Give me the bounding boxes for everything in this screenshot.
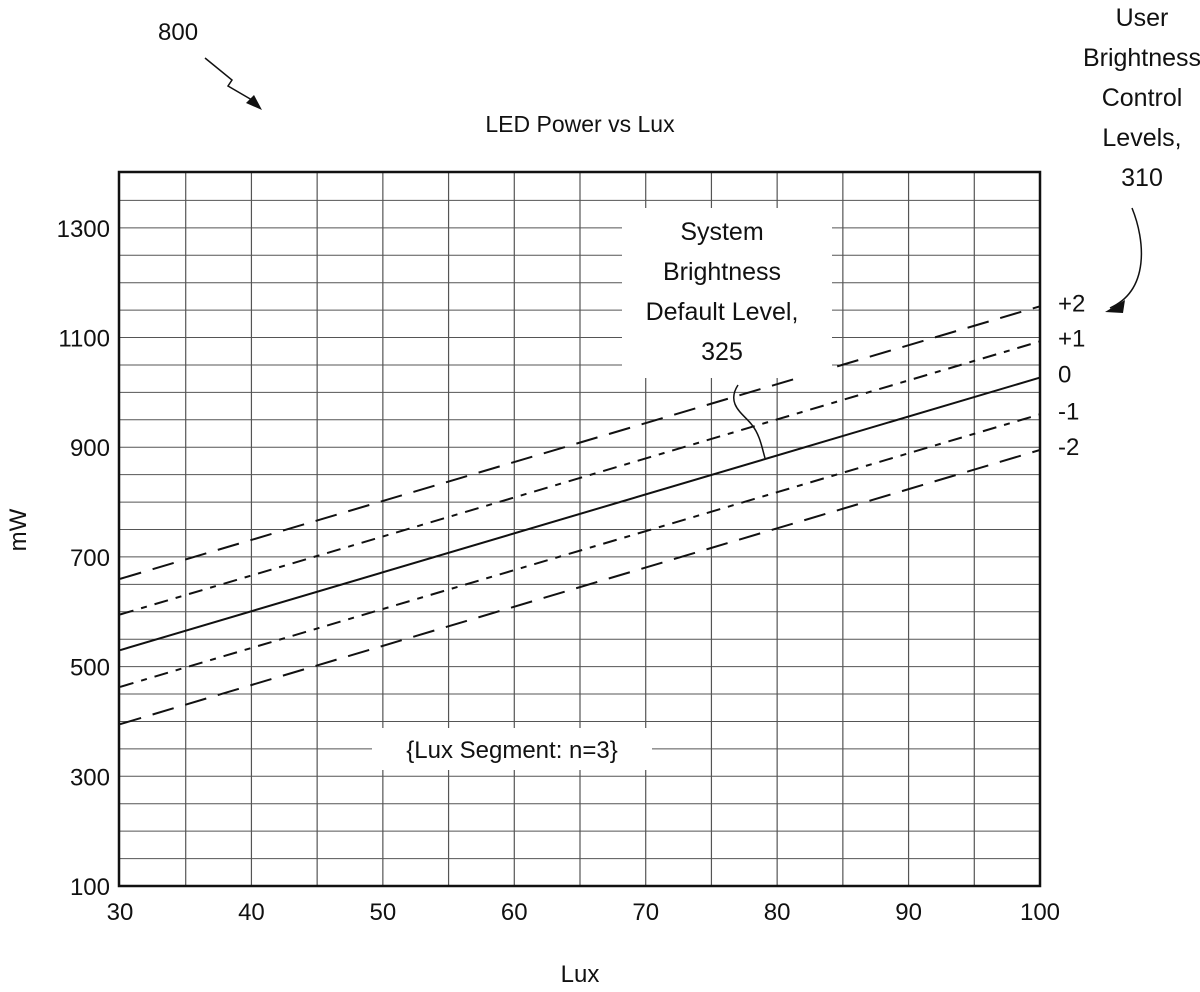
series-labels: +2 +1 0 -1 -2	[1058, 290, 1085, 461]
x-tick-label: 60	[501, 899, 528, 926]
series-line-+1	[119, 340, 1041, 616]
series-label: +1	[1058, 325, 1085, 352]
svg-text:System: System	[680, 218, 763, 246]
series-line--2	[119, 449, 1041, 726]
series-line--1	[119, 413, 1041, 688]
segment-label: {Lux Segment: n=3}	[406, 737, 618, 764]
x-tick-label: 50	[370, 899, 397, 926]
svg-text:Brightness: Brightness	[663, 258, 781, 286]
series-lines	[119, 305, 1041, 726]
tick-labels: 30 40 50 60 70 80 90 100 100 300 500 700 900 1100 1300	[57, 216, 1060, 926]
default-level-label: System Brightness Default Level, 325	[646, 218, 799, 366]
svg-text:310: 310	[1121, 164, 1163, 192]
grid	[120, 173, 1040, 886]
y-axis-label: mW	[5, 508, 32, 551]
y-tick-label: 1100	[58, 326, 110, 353]
figure-ref-arrow	[204, 57, 253, 101]
series-label: -2	[1058, 434, 1079, 461]
arrowhead-icon	[1105, 300, 1125, 313]
y-tick-label: 700	[70, 545, 110, 572]
y-tick-label: 900	[70, 435, 110, 462]
x-axis-label: Lux	[561, 961, 600, 988]
svg-text:User: User	[1116, 4, 1169, 32]
arrowhead-icon	[246, 95, 262, 110]
y-tick-label: 1300	[57, 216, 110, 243]
user-levels-arrow	[1109, 207, 1143, 309]
y-tick-label: 100	[70, 874, 110, 901]
x-tick-label: 30	[107, 899, 134, 926]
user-levels-label: User Brightness Control Levels, 310	[1083, 4, 1200, 192]
series-line-0	[119, 376, 1041, 652]
x-tick-label: 80	[764, 899, 791, 926]
svg-text:Brightness: Brightness	[1083, 44, 1200, 72]
plot-frame	[117, 170, 1042, 888]
series-line-+2	[119, 305, 1041, 580]
svg-text:Default Level,: Default Level,	[646, 298, 799, 326]
svg-text:Control: Control	[1102, 84, 1183, 112]
default-level-label-bg	[622, 208, 832, 378]
series-label: 0	[1058, 362, 1071, 389]
x-tick-label: 100	[1020, 899, 1060, 926]
figure-ref: 800	[158, 19, 198, 46]
series-label: -1	[1058, 398, 1079, 425]
svg-text:325: 325	[701, 338, 743, 366]
segment-label-bg	[372, 728, 652, 770]
x-tick-label: 90	[895, 899, 922, 926]
chart-title: LED Power vs Lux	[485, 111, 675, 137]
x-tick-label: 70	[632, 899, 659, 926]
x-tick-label: 40	[238, 899, 265, 926]
series-label: +2	[1058, 290, 1085, 317]
svg-text:Levels,: Levels,	[1102, 124, 1181, 152]
default-level-leader	[732, 384, 766, 459]
y-tick-label: 500	[70, 655, 110, 682]
y-tick-label: 300	[70, 764, 110, 791]
